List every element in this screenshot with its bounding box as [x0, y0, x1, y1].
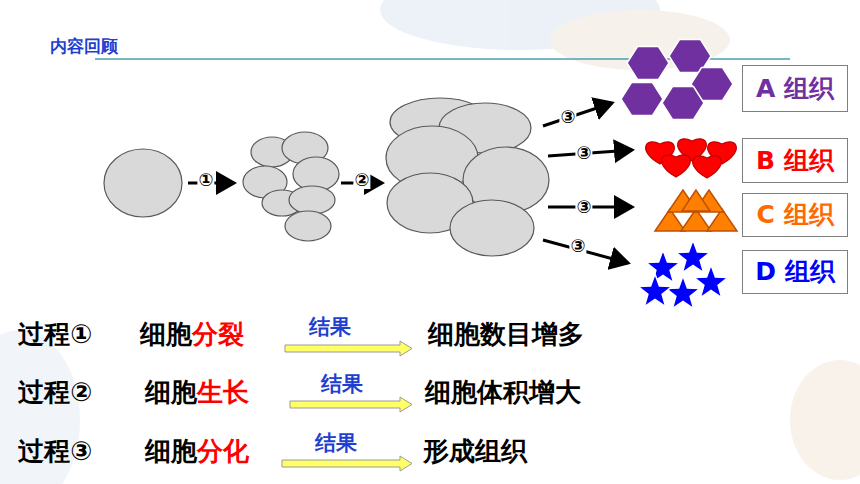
result-text: 形成组织	[423, 436, 527, 467]
result-label: 结果	[315, 431, 357, 456]
tissue-box: A 组织	[742, 65, 848, 112]
result-text: 细胞体积增大	[425, 377, 581, 408]
tissue-cell	[694, 265, 728, 298]
callout-number: ③	[575, 198, 592, 216]
process-keyword: 生长	[197, 377, 249, 408]
tissue-name: A 组织	[756, 74, 834, 104]
process-text: 细胞	[140, 319, 192, 350]
tissue-box: D 组织	[742, 250, 848, 294]
process-arrows	[188, 103, 632, 263]
process-text: 细胞	[145, 436, 197, 467]
process-keyword: 分裂	[192, 319, 244, 350]
tissue-cell	[621, 83, 663, 116]
process-name: 过程①	[18, 319, 92, 350]
tissue-shapes	[621, 40, 737, 309]
callout-number: ③	[575, 144, 592, 162]
tissue-cell	[638, 274, 672, 307]
cells	[104, 98, 549, 256]
result-text: 细胞数目增多	[428, 319, 584, 350]
result-arrows	[282, 341, 412, 471]
callout-number: ①	[197, 171, 214, 189]
tissue-name: B 组织	[756, 146, 834, 176]
process-text: 细胞	[145, 377, 197, 408]
tissue-cell	[676, 240, 710, 273]
tissue-box: B 组织	[742, 138, 848, 183]
tissue-cell	[662, 155, 691, 177]
tissue-cell	[627, 47, 669, 80]
result-label: 结果	[309, 315, 351, 340]
tissue-cell	[646, 250, 680, 283]
process-keyword: 分化	[197, 436, 249, 467]
callout-number: ③	[559, 108, 576, 126]
tissue-cell	[682, 190, 710, 211]
tissue-cell	[693, 156, 722, 178]
tissue-name: D 组织	[755, 257, 834, 287]
tissue-box: C 组织	[742, 193, 848, 237]
callout-number: ②	[353, 171, 370, 189]
tissue-cell	[666, 276, 700, 309]
tissue-cell	[662, 87, 704, 120]
callout-number: ③	[569, 237, 586, 255]
tissue-name: C 组织	[756, 200, 833, 230]
process-name: 过程②	[18, 377, 92, 408]
slide-title: 内容回顾	[50, 36, 118, 56]
process-name: 过程③	[18, 436, 92, 467]
result-label: 结果	[321, 372, 363, 397]
